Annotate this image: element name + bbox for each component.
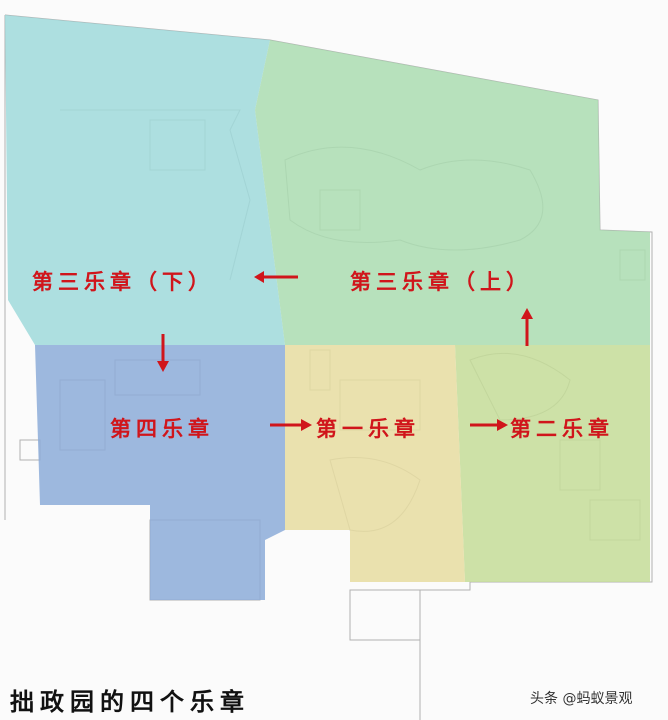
arrow-up-icon — [521, 308, 533, 346]
arrow-right-icon — [470, 419, 508, 431]
label-movement3-upper: 第三乐章（上） — [350, 269, 532, 294]
arrow-left-icon — [254, 271, 298, 283]
region-movement4 — [35, 345, 285, 600]
region-movement3-lower — [5, 15, 285, 345]
watermark: 头条 @蚂蚁景观 — [530, 691, 633, 707]
region-movement2 — [455, 345, 650, 582]
region-movement1 — [285, 345, 465, 582]
region-movement3-upper — [255, 40, 650, 345]
arrow-down-icon — [157, 334, 169, 372]
label-movement4: 第四乐章 — [110, 416, 214, 441]
arrow-right-icon — [270, 419, 312, 431]
label-movement1: 第一乐章 — [316, 416, 420, 441]
map-title: 拙政园的四个乐章 — [10, 687, 250, 716]
label-movement2: 第二乐章 — [510, 416, 614, 441]
label-movement3-lower: 第三乐章（下） — [32, 269, 214, 294]
